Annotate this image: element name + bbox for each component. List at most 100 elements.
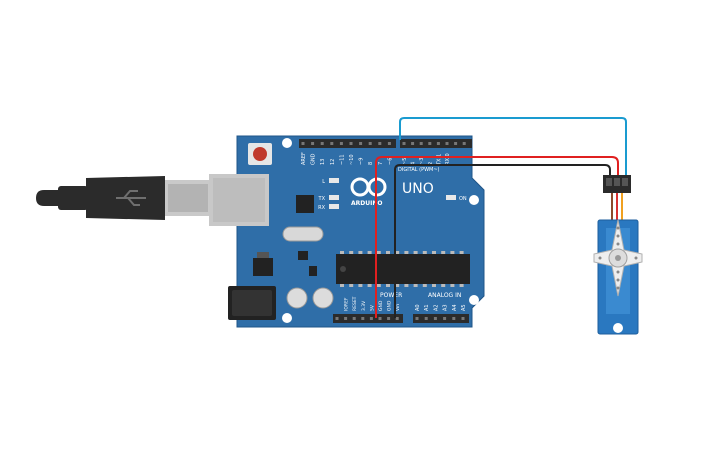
header-pin[interactable] <box>378 317 382 320</box>
capacitor <box>312 287 334 309</box>
horn-hole <box>616 226 620 230</box>
atmega328-chip <box>336 254 470 284</box>
header-pin[interactable] <box>402 142 406 145</box>
voltage-regulator <box>253 258 273 276</box>
crystal-oscillator <box>282 226 324 242</box>
header-pin[interactable] <box>452 317 456 320</box>
horn-hole <box>616 270 620 274</box>
micro-servo[interactable] <box>593 175 643 335</box>
regulator-tab <box>257 252 269 258</box>
usb-strain-relief <box>58 186 88 210</box>
servo-horn[interactable] <box>593 219 643 297</box>
ground-wire[interactable] <box>394 164 611 318</box>
chip-pin <box>459 251 464 254</box>
power-pin-label: GND <box>387 300 393 311</box>
small-chip <box>298 251 308 260</box>
chip-pin <box>358 251 363 254</box>
usb-plug-inner <box>168 184 208 212</box>
chip-pin <box>349 284 354 287</box>
header-pin[interactable] <box>387 317 391 320</box>
header-pin[interactable] <box>411 142 415 145</box>
header-pin[interactable] <box>419 142 423 145</box>
header-pin[interactable] <box>415 317 419 320</box>
power-pin-label: 3.3V <box>361 300 367 311</box>
header-pin[interactable] <box>311 142 315 145</box>
chip-pin <box>450 284 455 287</box>
bottom-header-pins <box>335 317 465 320</box>
header-pin[interactable] <box>395 317 399 320</box>
header-pin[interactable] <box>339 142 343 145</box>
header-pin[interactable] <box>378 142 382 145</box>
reset-button[interactable] <box>253 147 267 161</box>
header-pin[interactable] <box>368 142 372 145</box>
header-pin[interactable] <box>335 317 339 320</box>
chip-pin <box>367 284 372 287</box>
chip-notch <box>340 266 346 272</box>
header-pin[interactable] <box>387 142 391 145</box>
usb-cable[interactable] <box>36 176 211 220</box>
small-chip <box>309 266 317 276</box>
connector-pin <box>606 178 612 186</box>
header-pin[interactable] <box>301 142 305 145</box>
chip-pin <box>340 284 344 287</box>
chip-pin <box>432 251 436 254</box>
horn-hole <box>616 242 620 246</box>
header-pin[interactable] <box>330 142 334 145</box>
chip-pin <box>432 284 436 287</box>
top-header-right <box>400 139 472 148</box>
top-pin-label: AREF <box>301 152 307 165</box>
header-pin[interactable] <box>344 317 348 320</box>
mounting-hole <box>469 295 479 305</box>
top-pin-label: ~11 <box>339 154 345 165</box>
dc-power-jack-inner <box>232 290 272 316</box>
chip-pin <box>404 284 409 287</box>
header-pin[interactable] <box>349 142 353 145</box>
signal-wire[interactable] <box>399 117 627 176</box>
top-header-left <box>299 139 396 148</box>
header-pin[interactable] <box>369 317 373 320</box>
header-pin[interactable] <box>352 317 356 320</box>
header-pin[interactable] <box>445 142 449 145</box>
mounting-hole <box>469 195 479 205</box>
chip-pin <box>413 251 418 254</box>
chip-pin <box>422 251 427 254</box>
chip-pin <box>376 284 381 287</box>
top-pin-label: ~3 <box>419 158 425 165</box>
header-pin[interactable] <box>443 317 447 320</box>
usb-interface-chip <box>296 195 314 213</box>
header-pin[interactable] <box>436 142 440 145</box>
led-rx <box>329 204 339 209</box>
power-pin-label: 5V <box>369 304 375 311</box>
connector-pin <box>614 178 620 186</box>
header-pin[interactable] <box>462 142 466 145</box>
chip-pin <box>441 284 446 287</box>
usb-b-jack-inner <box>213 178 265 222</box>
usb-cable-end <box>36 190 60 206</box>
top-pin-label: RX 0 <box>445 153 451 165</box>
led-label-rx: RX <box>318 205 325 211</box>
top-pin-label: TX 1 <box>436 154 442 166</box>
chip-pin <box>422 284 427 287</box>
top-pin-label: ~6 <box>387 158 393 165</box>
header-pin[interactable] <box>433 317 437 320</box>
led-l <box>329 178 339 183</box>
analog-pin-label: A3 <box>443 304 449 311</box>
header-pin[interactable] <box>361 317 365 320</box>
top-pin-label: 13 <box>320 159 326 165</box>
header-pin[interactable] <box>320 142 324 145</box>
header-pin[interactable] <box>454 142 458 145</box>
chip-pin <box>349 251 354 254</box>
header-pin[interactable] <box>359 142 363 145</box>
power-wire[interactable] <box>375 156 619 318</box>
horn-hole <box>616 234 620 238</box>
header-pin[interactable] <box>428 142 432 145</box>
header-pin[interactable] <box>424 317 428 320</box>
chip-pin <box>450 251 455 254</box>
analog-pin-label: A2 <box>433 304 439 311</box>
chip-pin <box>441 251 446 254</box>
power-pin-label: IOREF <box>344 297 350 311</box>
header-pin[interactable] <box>461 317 465 320</box>
uno-model-text: UNO <box>402 181 434 197</box>
